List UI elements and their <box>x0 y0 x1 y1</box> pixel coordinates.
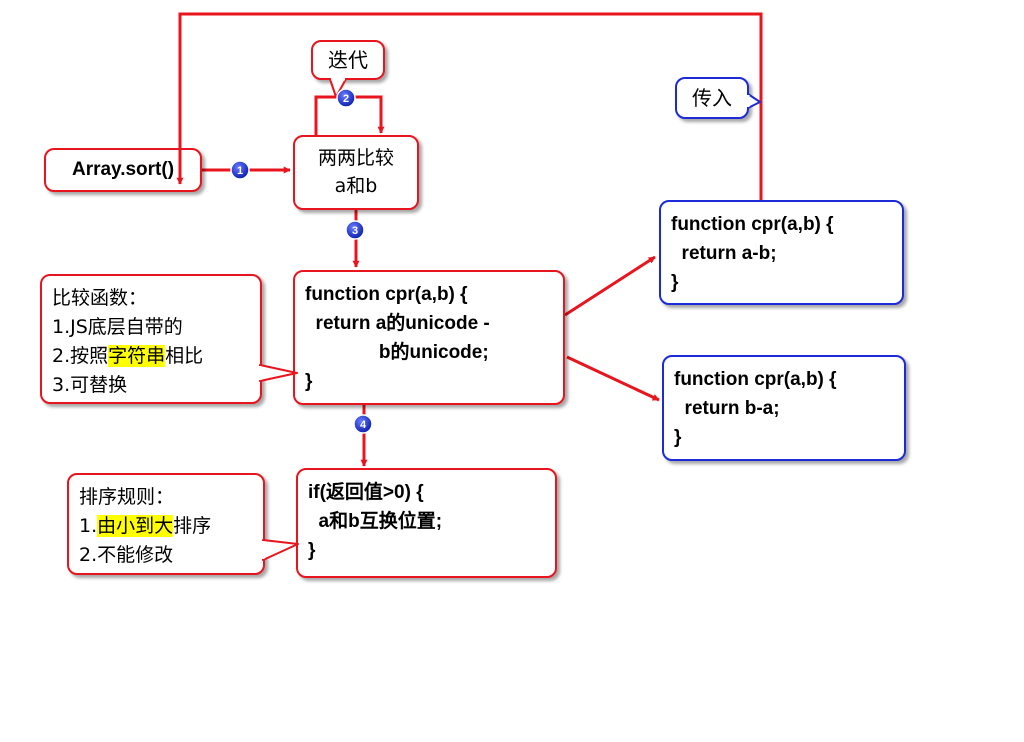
to-ascending-arrow <box>564 255 656 317</box>
note2-item1: 1.由小到大排序 <box>79 512 263 541</box>
code-line-2: return a的unicode - <box>305 313 490 334</box>
swap-rule-node: if(返回值>0) { a和b互换位置; } <box>296 468 557 578</box>
asc-code-line-2: return a-b; <box>671 243 777 264</box>
note2-title: 排序规则： <box>79 486 175 508</box>
iterate-label: 迭代 <box>328 48 368 72</box>
swap-line-3: } <box>308 540 316 561</box>
note1-item2-highlight: 字符串 <box>108 345 166 367</box>
swap-line-2: a和b互换位置; <box>308 511 443 532</box>
asc-code-line-1: function cpr(a,b) { <box>671 214 834 235</box>
compare-node: 两两比较 a和b <box>293 135 419 210</box>
pass-in-callout: 传入 <box>675 77 749 119</box>
to-descending-arrow <box>566 355 660 402</box>
sort-rules-note: 排序规则： 1.由小到大排序 2.不能修改 <box>67 473 265 575</box>
desc-code-line-1: function cpr(a,b) { <box>674 369 837 390</box>
compare-line-1: 两两比较 <box>317 147 394 169</box>
note1-item3: 3.可替换 <box>52 374 128 396</box>
note2-item1-prefix: 1. <box>79 515 98 537</box>
compare-function-note: 比较函数： 1.JS底层自带的 2.按照字符串相比 3.可替换 <box>40 274 262 404</box>
array-sort-node: Array.sort() <box>44 148 202 192</box>
note2-item2: 2.不能修改 <box>79 544 174 566</box>
note1-title: 比较函数： <box>52 287 148 309</box>
note2-item1-suffix: 排序 <box>173 515 212 537</box>
descending-function-node: function cpr(a,b) { return b-a; } <box>662 355 906 461</box>
compare-function-node: function cpr(a,b) { return a的unicode - b… <box>293 270 565 405</box>
note1-item2-prefix: 2.按照 <box>52 345 109 367</box>
code-line-1: function cpr(a,b) { <box>305 284 468 305</box>
return-loop-line <box>178 12 763 200</box>
iterate-loop-arrow <box>314 95 385 135</box>
note2-item1-highlight: 由小到大 <box>97 515 174 537</box>
compare-line-2: a和b <box>334 175 378 197</box>
code-line-3: b的unicode; <box>305 342 489 363</box>
note1-item2-suffix: 相比 <box>165 345 204 367</box>
note1-item2: 2.按照字符串相比 <box>52 342 260 371</box>
asc-code-line-3: } <box>671 272 679 293</box>
pass-in-label: 传入 <box>692 86 732 110</box>
iterate-callout: 迭代 <box>311 40 385 80</box>
array-sort-label: Array.sort() <box>71 159 175 180</box>
code-line-4: } <box>305 371 313 392</box>
desc-code-line-3: } <box>674 427 682 448</box>
note1-item1: 1.JS底层自带的 <box>52 316 183 338</box>
swap-line-1: if(返回值>0) { <box>308 482 424 503</box>
ascending-function-node: function cpr(a,b) { return a-b; } <box>659 200 904 305</box>
desc-code-line-2: return b-a; <box>674 398 780 419</box>
